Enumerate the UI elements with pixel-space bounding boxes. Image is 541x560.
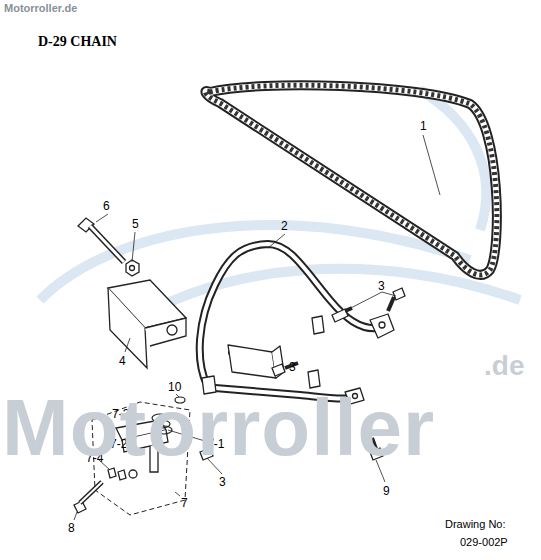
drawing-number-label: Drawing No: [445,519,506,530]
callout-number: 9 [383,485,390,497]
callout-number: 7 [181,497,188,509]
diagram-title: D-29 CHAIN [38,35,117,49]
callout-number: 1 [420,120,427,132]
watermark-text: Motorroller [2,388,435,468]
watermark-text: Motorroller.de [4,3,77,14]
callout-number: 8 [68,522,75,534]
callout-number: 3 [378,280,385,292]
callout-number: 2 [281,220,288,232]
chain-guard-frame [200,244,394,404]
callout-number: 6 [103,200,110,212]
tensioner-parts [78,218,186,368]
callout-number: 4 [119,355,126,367]
drawing-number: 029-002P [460,537,508,548]
callout-number: 3 [289,361,296,373]
callout-number: 5 [132,218,139,230]
callout-number: 3 [219,476,226,488]
watermark-text: .de [484,352,524,380]
